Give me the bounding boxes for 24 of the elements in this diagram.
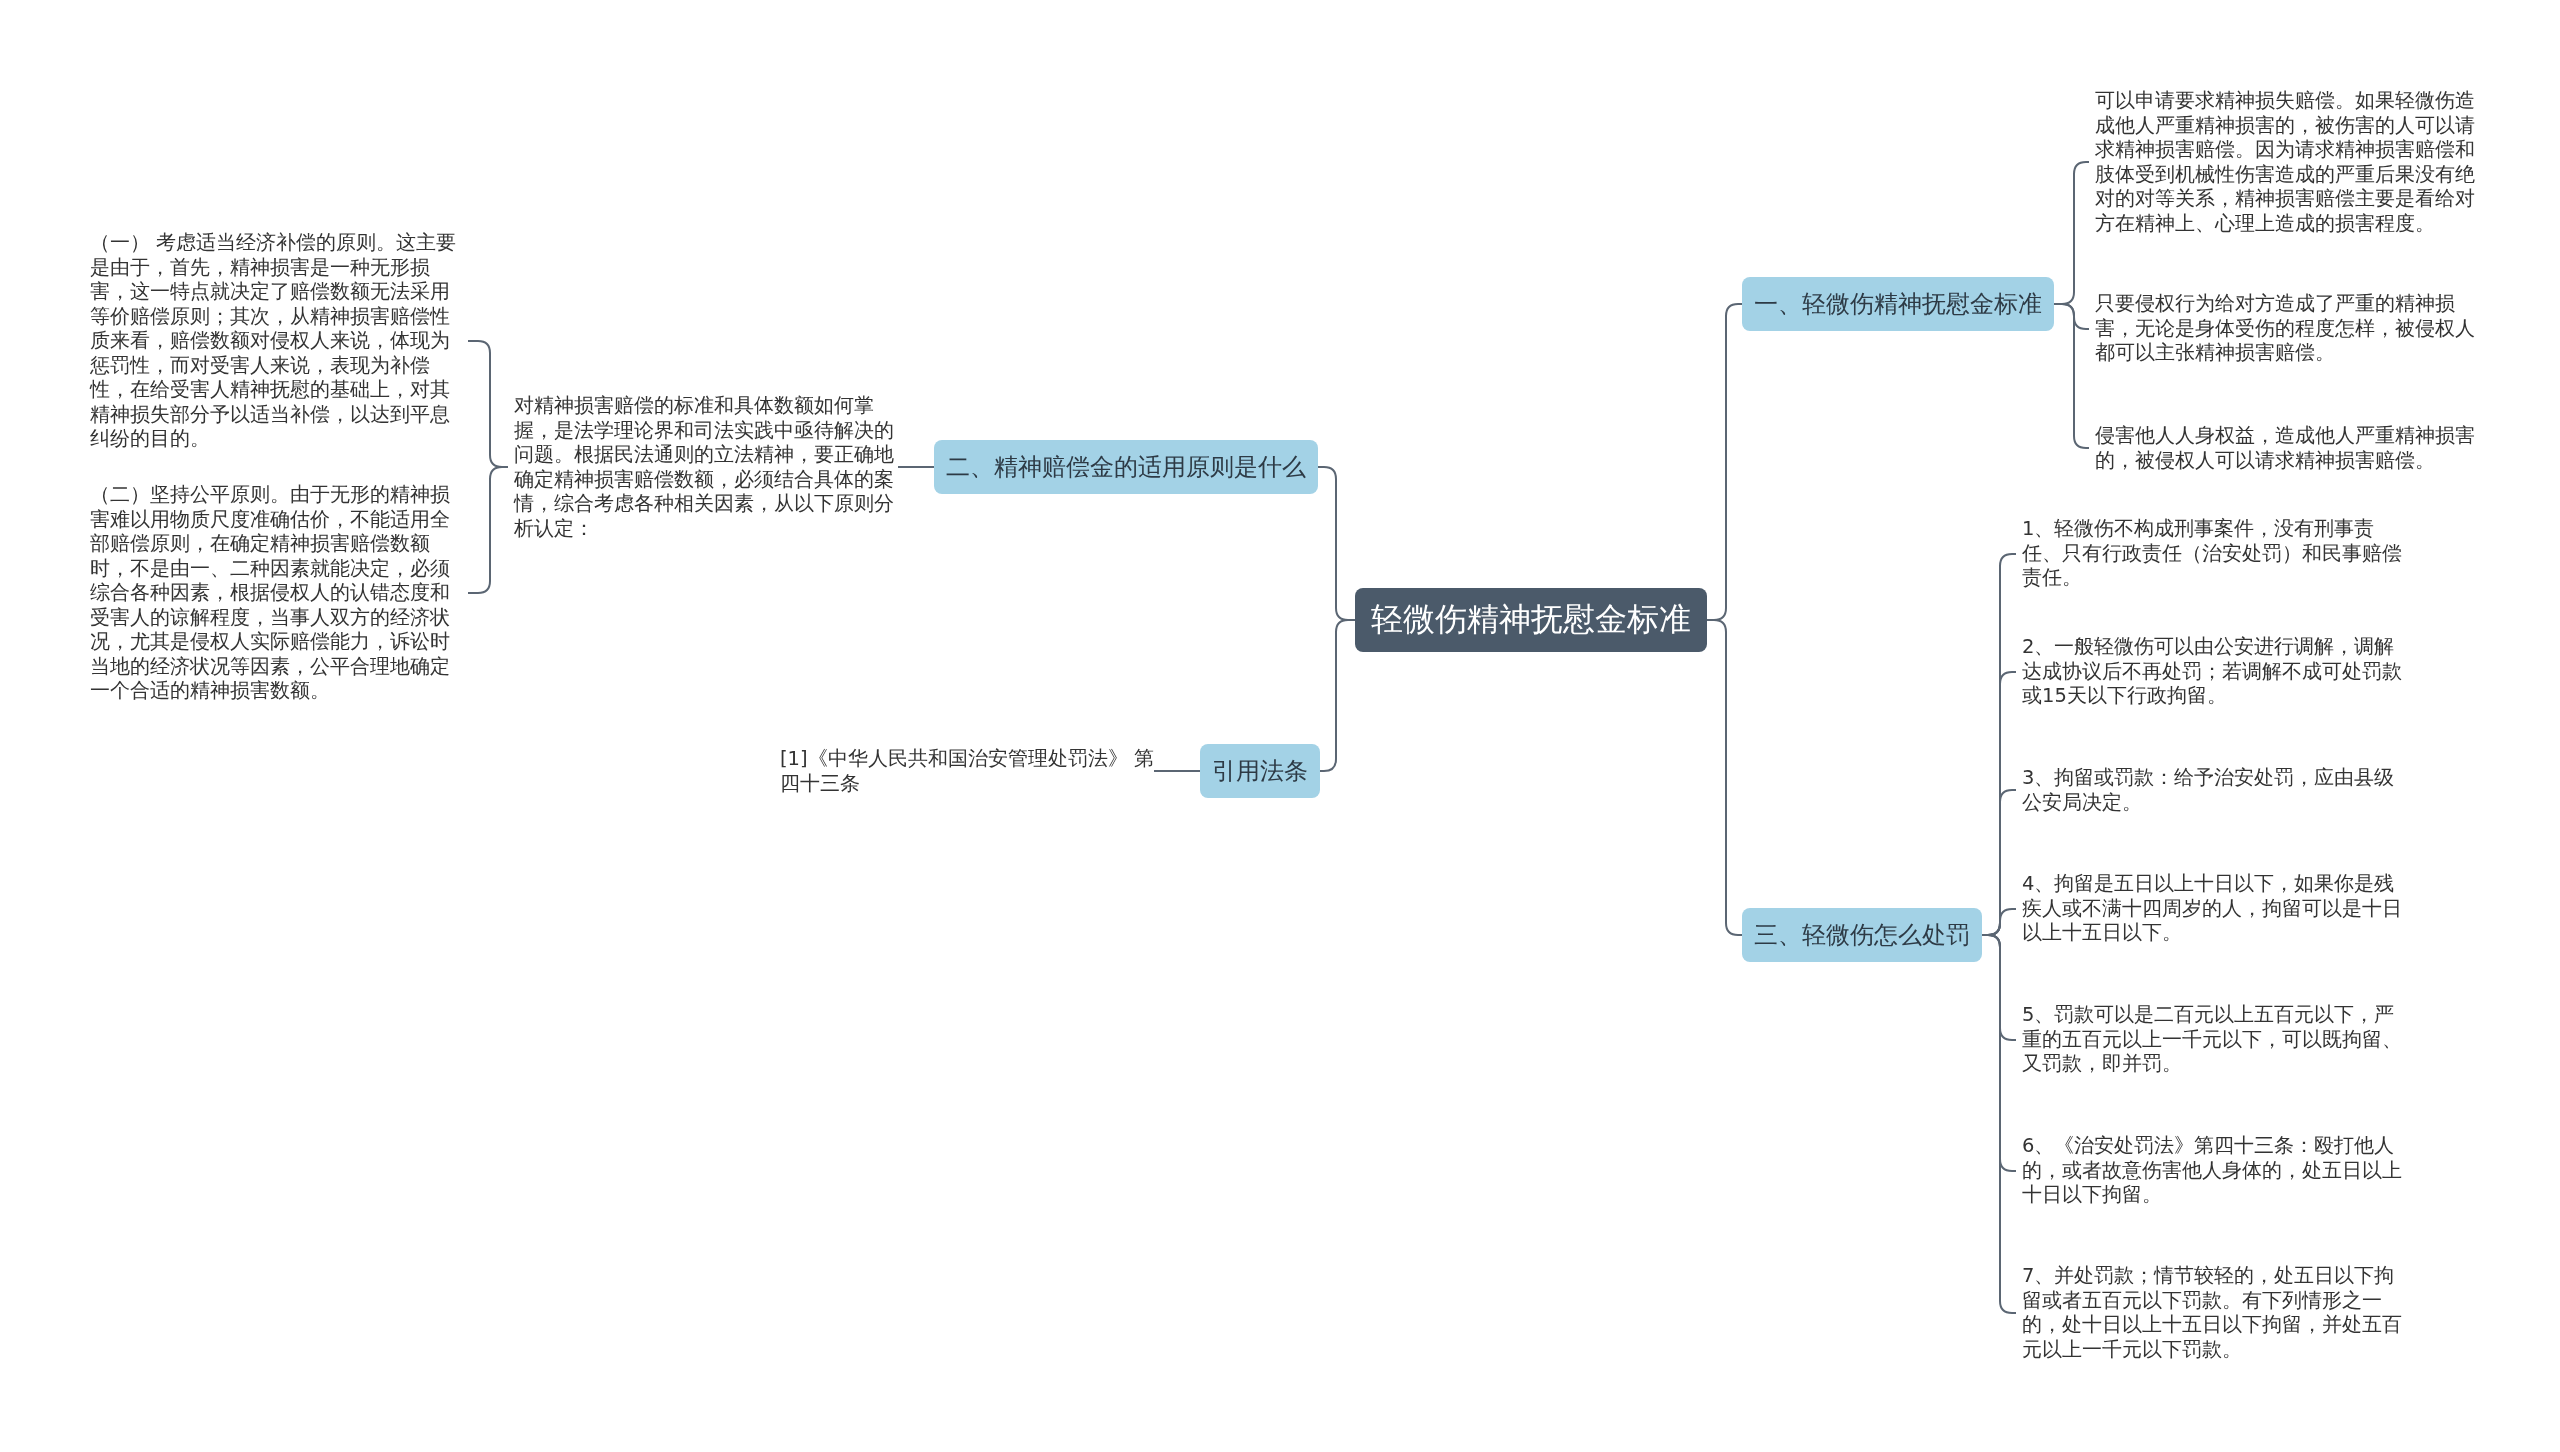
connector-line (1706, 619, 1743, 936)
note-text: 只要侵权行为给对方造成了严重的精神损害，无论是身体受伤的程度怎样，被侵权人都可以主张精神损害赔偿。 (2089, 292, 2481, 366)
note-text: 5、罚款可以是二百元以上五百元以下，严重的五百元以上一千元以下，可以既拘留、又罚款，即并罚。 (2016, 1003, 2408, 1077)
connector-line (1153, 770, 1201, 772)
topic-box: 引用法条 (1200, 744, 1320, 798)
connector-line (1319, 619, 1356, 772)
topic-box: 二、精神赔偿金的适用原则是什么 (934, 440, 1318, 494)
note-text: [1]《中华人民共和国治安管理处罚法》 第四十三条 (774, 746, 1154, 796)
note-text: 对精神损害赔偿的标准和具体数额如何掌握，是法学理论界和司法实践中亟待解决的问题。根据民法通则的立法精神，要正确地确定精神损害赔偿数额，必须结合具体的案情，综合考虑各种相关因素，从以下原则分析认定： (508, 393, 898, 541)
note-text: 3、拘留或罚款：给予治安处罚，应由县级公安局决定。 (2016, 765, 2408, 815)
central-topic-box: 轻微伤精神抚慰金标准 (1355, 588, 1707, 652)
connector-line (2053, 303, 2090, 449)
note-text: 7、并处罚款；情节较轻的，处五日以下拘留或者五百元以下罚款。有下列情形之一的，处十日以上十五日以下拘留，并处五百元以上一千元以下罚款。 (2016, 1264, 2408, 1362)
note-text: 2、一般轻微伤可以由公安进行调解，调解达成协议后不再处罚；若调解不成可处罚款或15天以下行政拘留。 (2016, 635, 2408, 709)
note-text: 4、拘留是五日以上十日以下，如果你是残疾人或不满十四周岁的人，拘留可以是十日以上十五日以下。 (2016, 872, 2408, 946)
connector-line (897, 466, 935, 468)
note-text: 可以申请要求精神损失赔偿。如果轻微伤造成他人严重精神损害的，被伤害的人可以请求精神损害赔偿。因为请求精神损害赔偿和肢体受到机械性伤害造成的严重后果没有绝对的对等关系，精神损害赔偿主要是看给对方在精神上、心理上造成的损害程度。 (2089, 88, 2481, 236)
note-text: 侵害他人人身权益，造成他人严重精神损害的，被侵权人可以请求精神损害赔偿。 (2089, 423, 2481, 473)
topic-box: 三、轻微伤怎么处罚 (1742, 908, 1982, 962)
topic-box: 一、轻微伤精神抚慰金标准 (1742, 277, 2054, 331)
note-text: 6、《治安处罚法》第四十三条：殴打他人的，或者故意伤害他人身体的，处五日以上十日以下拘留。 (2016, 1134, 2408, 1208)
note-text: 1、轻微伤不构成刑事案件，没有刑事责任、只有行政责任（治安处罚）和民事赔偿责任。 (2016, 517, 2408, 591)
note-text: （二）坚持公平原则。由于无形的精神损害难以用物质尺度准确估价，不能适用全部赔偿原则，在确定精神损害赔偿数额时，不是由一、二种因素就能决定，必须综合各种因素，根据侵权人的认错态度和受害人的谅解程度，当事人双方的经济状况，尤其是侵权人实际赔偿能力，诉讼时当地的经济状况等因素，公平合理地确定一个合适的精神损害数额。 (84, 482, 468, 704)
note-text: （一） 考虑适当经济补偿的原则。这主要是由于，首先，精神损害是一种无形损害，这一特点就决定了赔偿数额无法采用等价赔偿原则；其次，从精神损害赔偿性质来看，赔偿数额对侵权人来说，体现为惩罚性，而对受害人来说，表现为补偿性，在给受害人精神抚慰的基础上，对其精神损失部分予以适当补偿，以达到平息纠纷的目的。 (84, 230, 468, 452)
